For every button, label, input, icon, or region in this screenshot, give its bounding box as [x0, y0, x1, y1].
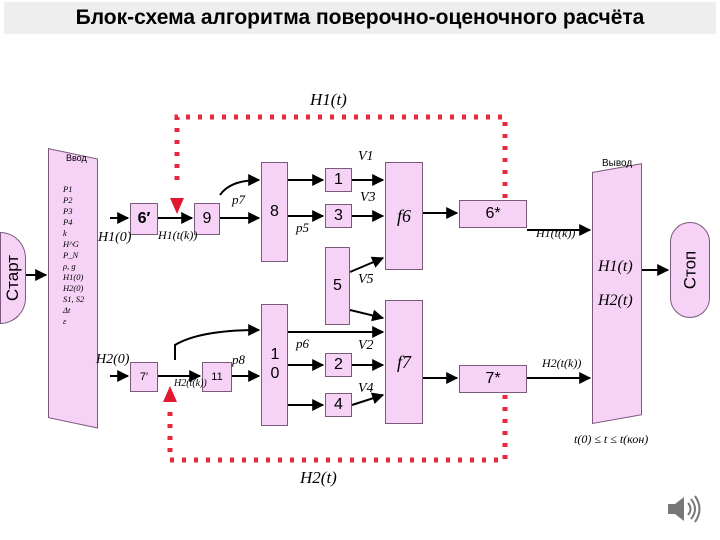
output-h1: H1(t)	[598, 258, 633, 275]
stop-terminal: Стоп	[670, 222, 710, 318]
label-v5: V5	[358, 272, 374, 287]
red-arrowhead-bottom	[163, 386, 177, 402]
label-h2-tk: H2(t(k))	[174, 378, 207, 389]
block-1: 1	[325, 168, 352, 192]
output-h2: H2(t)	[598, 292, 633, 309]
label-p8: p8	[232, 352, 245, 367]
label-h1-tk: H1(t(k))	[158, 228, 198, 242]
h2-feedback-loop	[167, 378, 508, 463]
label-h1-0: H1(0)	[98, 230, 132, 245]
block-11: 11	[202, 362, 232, 392]
label-p5: p5	[296, 220, 309, 235]
page-title: Блок-схема алгоритма поверочно-оценочног…	[4, 2, 716, 34]
block-8: 8	[261, 162, 288, 262]
block-5: 5	[325, 247, 350, 325]
output-header: Вывод	[602, 158, 633, 169]
block-f7: f7	[385, 300, 423, 424]
block-6-prime: 6′	[130, 203, 158, 235]
label-h2-bottom: H2(t)	[300, 468, 337, 487]
start-terminal: Старт	[0, 232, 26, 324]
block-2: 2	[325, 353, 352, 377]
h1-feedback-loop	[174, 114, 508, 200]
label-h2-0: H2(0)	[96, 352, 130, 367]
label-h1-output: H1(t(k))	[536, 226, 576, 240]
label-v4: V4	[358, 381, 374, 396]
block-9: 9	[194, 203, 220, 235]
label-v2: V2	[358, 338, 374, 353]
label-h2-output: H2(t(k))	[542, 356, 582, 370]
block-3: 3	[325, 204, 352, 228]
label-v1: V1	[358, 149, 374, 164]
label-time-range: t(0) ≤ t ≤ t(кон)	[574, 432, 649, 446]
block-7-prime: 7′	[130, 362, 158, 392]
label-v3: V3	[360, 190, 376, 205]
block-f6: f6	[385, 162, 423, 270]
label-h1-top: H1(t)	[310, 90, 347, 109]
input-header: Ввод	[66, 153, 87, 163]
block-4: 4	[325, 393, 352, 417]
block-7-star: 7*	[459, 365, 527, 393]
block-10: 10	[261, 304, 288, 426]
label-p6: p6	[296, 336, 309, 351]
input-parameter-list: P1 P2 P3 P4 k H^G P_N ρ, g H1(0) H2(0) S…	[63, 184, 85, 326]
block-6-star: 6*	[459, 200, 527, 228]
red-arrowhead-top	[170, 198, 184, 214]
label-p7: p7	[232, 192, 245, 207]
